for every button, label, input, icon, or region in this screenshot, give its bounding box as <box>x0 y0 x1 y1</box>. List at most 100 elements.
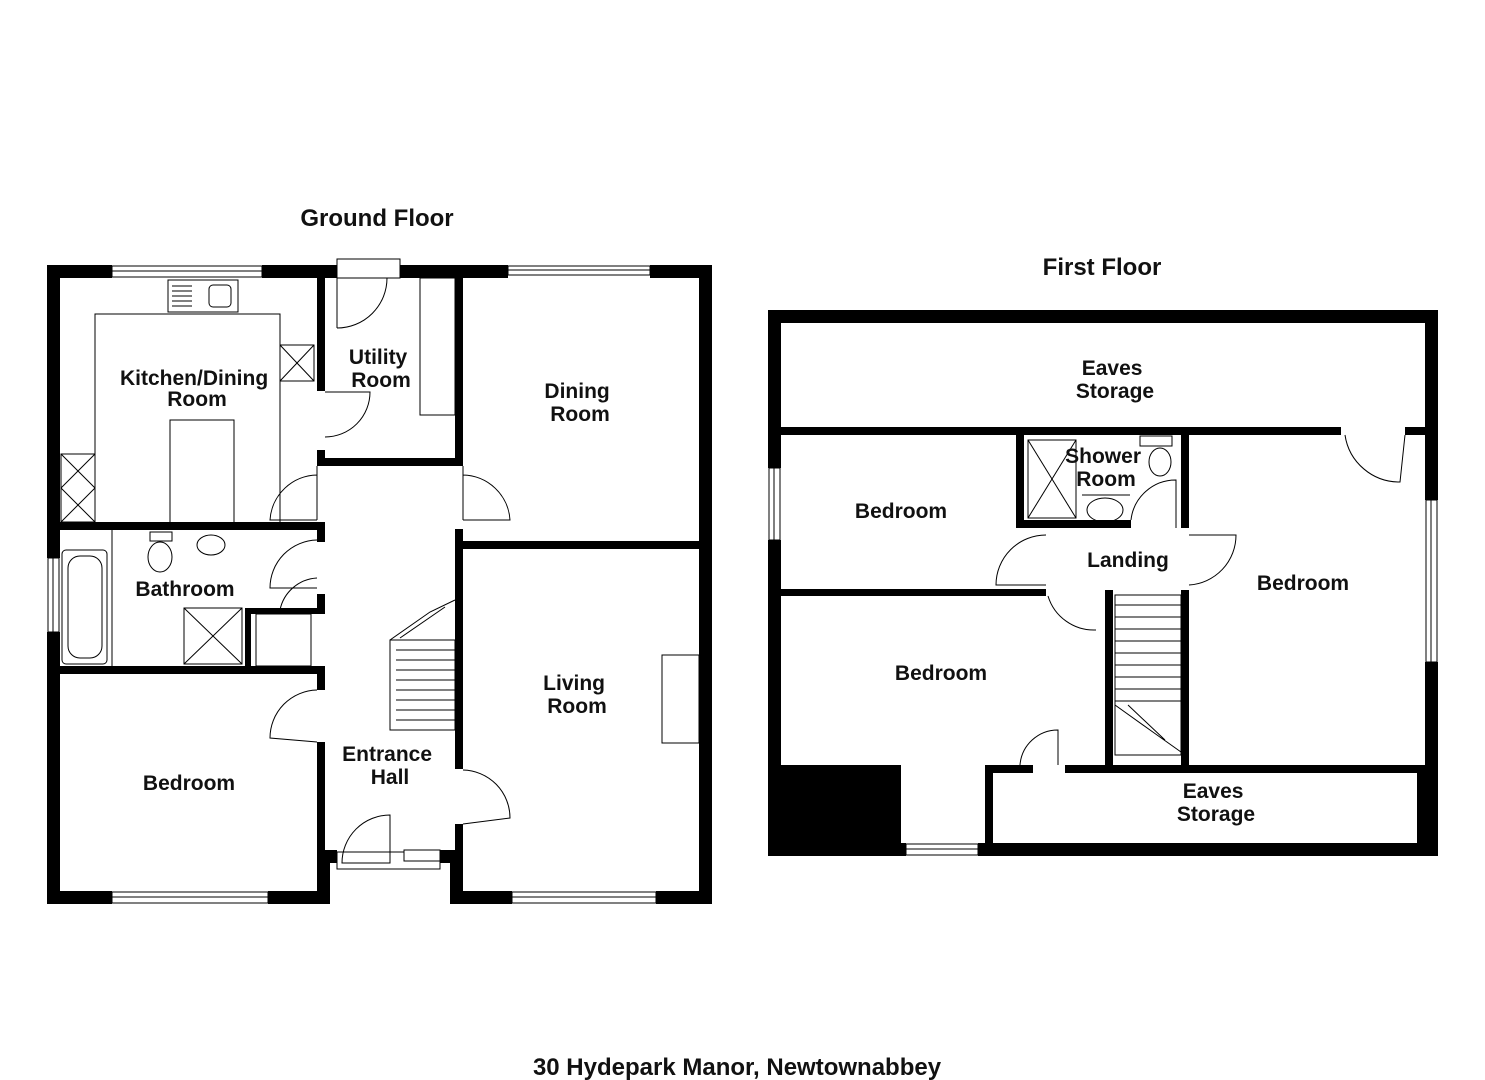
wall <box>768 310 1438 323</box>
wall <box>455 278 463 466</box>
wall <box>1016 520 1131 528</box>
cupboard <box>255 613 312 667</box>
wall <box>317 522 325 542</box>
room-label-entrance-hall: Entrance Hall <box>342 743 438 789</box>
room-label-shower: Shower Room <box>1065 445 1147 491</box>
wall <box>47 265 112 278</box>
wall <box>317 594 325 610</box>
wall <box>768 310 781 468</box>
wall <box>1016 435 1024 528</box>
door <box>279 577 318 611</box>
sink-icon <box>167 279 239 313</box>
ground-floor-title: Ground Floor <box>300 205 453 232</box>
wall <box>268 891 330 904</box>
wall <box>47 265 60 558</box>
door <box>462 466 511 521</box>
wall <box>768 843 906 856</box>
kitchen-island <box>169 419 235 526</box>
wall <box>1405 427 1425 435</box>
wall <box>985 765 993 845</box>
wall <box>317 674 325 690</box>
wall <box>317 278 325 391</box>
wall <box>450 850 463 904</box>
room-label-bedroom-left: Bedroom <box>855 500 947 523</box>
front-door <box>341 814 391 864</box>
room-label-landing: Landing <box>1087 549 1169 572</box>
room-label-eaves-storage-bottom: Eaves Storage <box>1177 780 1255 826</box>
room-label-bedroom-bottom: Bedroom <box>895 662 987 685</box>
wall <box>699 265 712 904</box>
room-label-bedroom-right: Bedroom <box>1257 572 1349 595</box>
room-label-eaves-storage-top: Eaves Storage <box>1076 357 1154 403</box>
wall <box>60 666 325 674</box>
hob-icon <box>279 344 315 382</box>
ground-floor-plan: Ground Floor <box>47 205 712 904</box>
basin-icon <box>1086 497 1124 523</box>
room-label-kitchen-dining: Kitchen/Dining Room <box>120 367 274 411</box>
bath-icon <box>61 549 108 665</box>
wall <box>455 824 463 863</box>
door <box>269 466 318 521</box>
fireplace <box>661 654 700 744</box>
room-label-living: Living Room <box>543 672 611 718</box>
first-floor-plan: First Floor <box>768 254 1438 856</box>
door <box>324 391 371 438</box>
window <box>336 258 401 279</box>
window <box>403 849 441 862</box>
door <box>269 689 318 743</box>
staircase <box>1114 594 1182 756</box>
wall <box>768 540 781 856</box>
wall <box>317 742 325 863</box>
door <box>995 534 1047 586</box>
property-address-caption: 30 Hydepark Manor, Newtownabbey <box>533 1054 942 1080</box>
shower-tray-icon <box>183 607 243 665</box>
door <box>1019 729 1059 766</box>
door <box>269 539 318 589</box>
wall <box>450 891 512 904</box>
wall <box>317 458 463 466</box>
wall <box>400 265 508 278</box>
basin-icon <box>196 534 226 556</box>
wall <box>245 608 251 668</box>
wall <box>1425 310 1438 500</box>
wall <box>245 608 325 614</box>
room-label-bathroom: Bathroom <box>135 578 234 601</box>
void <box>781 765 901 845</box>
door <box>1188 534 1237 586</box>
shower-tray-icon <box>1027 439 1077 519</box>
wall <box>455 541 712 549</box>
utility-worktop <box>419 277 456 416</box>
wall <box>985 765 1033 773</box>
wall <box>455 529 463 769</box>
appliance-icon <box>60 453 96 523</box>
wall <box>781 427 1341 435</box>
wall <box>781 589 1046 596</box>
wall <box>1065 765 1425 773</box>
room-label-dining: Dining Room <box>544 380 615 426</box>
door <box>1130 479 1177 528</box>
door <box>1344 434 1406 483</box>
wall <box>47 891 112 904</box>
toilet-icon <box>147 541 173 573</box>
wall <box>1425 662 1438 856</box>
door <box>462 769 511 825</box>
room-label-utility: Utility Room <box>349 346 413 392</box>
wall <box>656 891 712 904</box>
wall <box>47 632 60 904</box>
wall <box>317 850 330 904</box>
wall <box>1181 435 1189 528</box>
wall <box>1181 590 1189 770</box>
staircase <box>389 599 456 731</box>
wall <box>60 522 322 530</box>
room-label-bedroom: Bedroom <box>143 772 235 795</box>
wall <box>1105 590 1113 765</box>
door <box>1047 595 1097 631</box>
wall <box>978 843 1438 856</box>
first-floor-title: First Floor <box>1043 254 1162 281</box>
wall <box>1417 765 1425 845</box>
door <box>336 277 388 329</box>
wall <box>650 265 712 278</box>
toilet-icon <box>1148 447 1172 477</box>
wall <box>262 265 337 278</box>
